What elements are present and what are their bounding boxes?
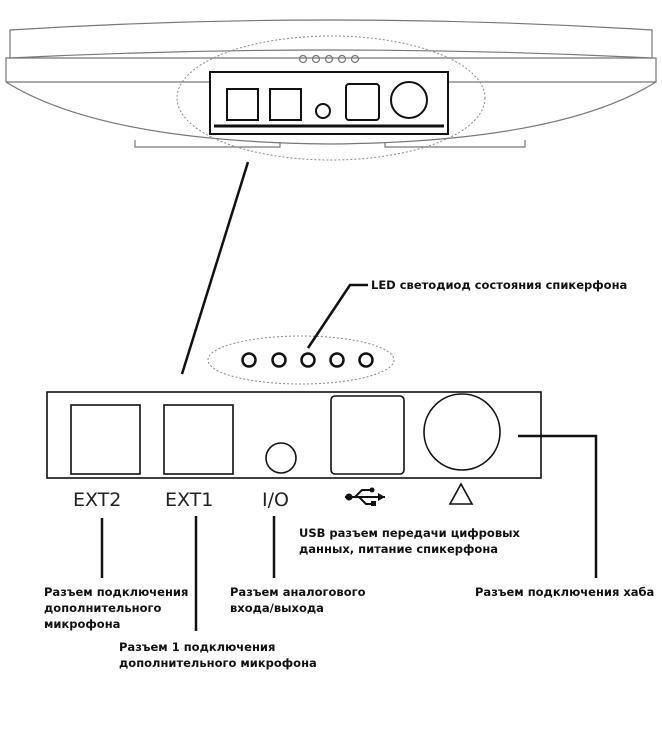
ext1-label: EXT1: [165, 489, 213, 511]
ext2-callout-line1: Разъем подключения: [44, 585, 188, 599]
led-2: [271, 352, 287, 368]
small-usb-port: [345, 83, 380, 121]
connector-panel-detail: [46, 391, 542, 479]
usb-icon: [345, 487, 385, 506]
hub-leader-line: [518, 434, 598, 578]
hub-callout: Разъем подключения хаба: [475, 585, 654, 599]
small-io-port: [315, 103, 331, 119]
device-foot-left: [134, 140, 281, 148]
hub-port: [423, 393, 501, 471]
usb-callout-line2: данных, питание спикерфона: [299, 542, 498, 556]
led-4: [329, 352, 345, 368]
led-dashed-ellipse: [207, 335, 395, 385]
small-ext2-port: [226, 88, 259, 121]
triangle-icon: [448, 482, 474, 505]
device-foot-right: [384, 140, 526, 148]
io-callout-line1: Разъем аналогового: [230, 585, 366, 599]
small-led-2: [311, 54, 321, 64]
io-port: [265, 442, 297, 474]
ext1-callout-line1: Разъем 1 подключения: [119, 640, 275, 654]
small-ext1-port: [269, 88, 302, 121]
io-callout-line2: входа/выхода: [230, 601, 324, 615]
zoom-ellipse: [176, 35, 486, 161]
zoom-connector-line: [180, 161, 250, 375]
small-hub-port: [390, 81, 428, 119]
led-5: [358, 352, 374, 368]
ext2-callout-line2: дополнительного: [44, 601, 161, 615]
device-side-view: [5, 19, 657, 161]
device-body: [5, 57, 657, 145]
ext2-label: EXT2: [73, 489, 121, 511]
small-led-4: [337, 54, 347, 64]
small-led-5: [350, 54, 360, 64]
usb-callout-line1: USB разъем передачи цифровых: [299, 526, 520, 540]
led-1: [241, 352, 257, 368]
led-leader-line: [306, 283, 368, 349]
io-label: I/O: [262, 489, 289, 511]
small-led-1: [298, 54, 308, 64]
ext2-port: [70, 404, 141, 475]
ext1-callout-line2: дополнительного микрофона: [119, 656, 317, 670]
connector-panel: [46, 391, 542, 479]
usb-port: [330, 395, 405, 475]
led-callout: LED светодиод состояния спикерфона: [371, 278, 627, 292]
ext1-port: [163, 404, 234, 475]
device-top-lid: [9, 19, 653, 59]
small-led-3: [324, 54, 334, 64]
led-3: [300, 352, 316, 368]
ext2-callout-line3: микрофона: [44, 617, 120, 631]
led-group: LED светодиод состояния спикерфона: [207, 278, 627, 385]
